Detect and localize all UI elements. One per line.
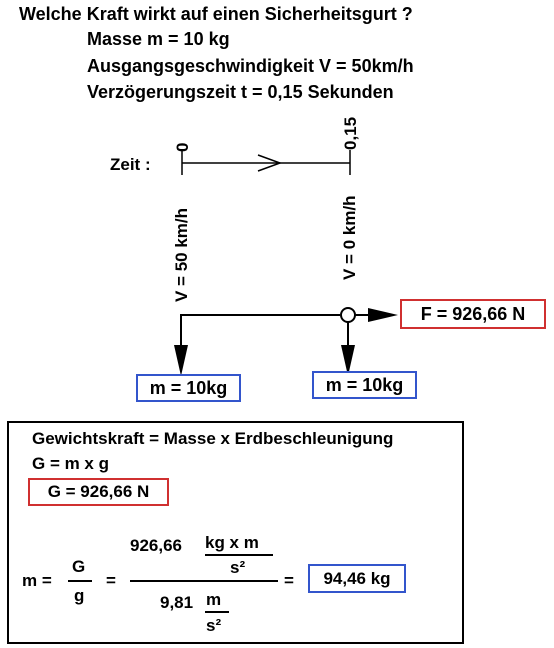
m-equals: m =: [22, 571, 52, 590]
g-result-box: G = 926,66 N: [28, 478, 169, 506]
frac-numerator-G: G: [72, 557, 86, 576]
mass-box-left: m = 10kg: [136, 374, 241, 402]
equals-1: =: [106, 571, 116, 590]
question-title: Welche Kraft wirkt auf einen Sicherheits…: [19, 4, 413, 24]
denominator-unit-line: [205, 611, 229, 613]
given-time: Verzögerungszeit t = 0,15 Sekunden: [87, 82, 394, 102]
numerator-unit-bottom: s²: [230, 558, 246, 577]
force-arrow-head: [368, 308, 398, 322]
final-result-box: 94,46 kg: [308, 564, 406, 593]
zeit-label: Zeit :: [110, 155, 151, 174]
equals-2: =: [284, 571, 294, 590]
numerator-unit-top: kg x m: [205, 533, 259, 552]
right-arrow-head: [341, 345, 355, 376]
force-result-box: F = 926,66 N: [400, 299, 546, 329]
numerator-value: 926,66: [130, 536, 182, 555]
left-arrow-head: [174, 345, 188, 376]
timeline-arrow: [257, 154, 283, 172]
denominator-unit-bottom: s²: [206, 616, 222, 635]
calculation-box: [7, 421, 464, 644]
denominator-unit-top: m: [206, 590, 222, 609]
frac-denominator-g: g: [74, 586, 85, 605]
frac-line-small: [68, 580, 92, 582]
numerator-unit-line: [205, 554, 273, 556]
start-tick-label: 0: [173, 142, 192, 152]
calc-line-1: Gewichtskraft = Masse x Erdbeschleunigun…: [32, 429, 394, 448]
given-velocity: Ausgangsgeschwindigkeit V = 50km/h: [87, 56, 414, 76]
calc-line-2: G = m x g: [32, 454, 109, 473]
given-mass: Masse m = 10 kg: [87, 29, 230, 49]
denominator-value: 9,81: [160, 593, 194, 612]
main-fraction-line: [130, 580, 278, 582]
pivot-circle: [340, 307, 356, 323]
v-end-label: V = 0 km/h: [340, 195, 359, 280]
mass-box-right: m = 10kg: [312, 371, 417, 399]
end-tick-label: 0,15: [341, 116, 360, 150]
v-start-label: V = 50 km/h: [172, 207, 191, 302]
